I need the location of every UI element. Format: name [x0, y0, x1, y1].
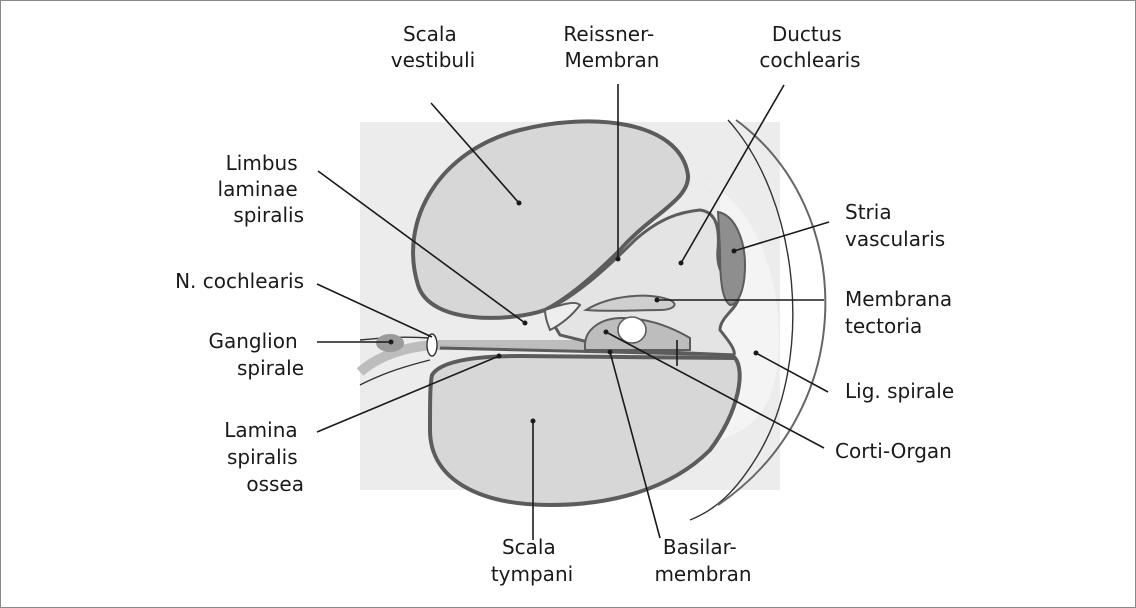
label-stria-vascularis: Stria vascularis: [845, 200, 945, 251]
label-limbus-laminae-spiralis: Limbus laminae spiralis: [218, 151, 304, 227]
nerve-sheath: [427, 334, 437, 356]
point-corti-organ: [604, 330, 609, 335]
point-stria-vascularis: [732, 249, 737, 254]
point-basilarmembran: [608, 350, 613, 355]
label-lamina-spiralis-ossea: Lamina spiralis ossea: [224, 418, 304, 496]
label-basilarmembran: Basilar- membran: [654, 535, 751, 586]
label-scala-tympani: Scala tympani: [491, 535, 573, 586]
point-ductus-cochlearis: [679, 261, 684, 266]
label-membrana-tectoria: Membrana tectoria: [845, 287, 959, 338]
label-lig-spirale: Lig. spirale: [845, 379, 954, 403]
label-ganglion-spirale: Ganglion spirale: [208, 329, 304, 380]
point-membrana-tectoria: [655, 298, 660, 303]
point-limbus: [523, 321, 528, 326]
point-ganglion-spirale: [389, 340, 394, 345]
point-scala-vestibuli: [517, 201, 522, 206]
point-lig-spirale: [754, 351, 759, 356]
label-ductus-cochlearis: Ductus cochlearis: [759, 22, 860, 72]
label-reissner-membran: Reissner- Membran: [563, 22, 660, 72]
corti-tunnel: [618, 317, 646, 343]
label-scala-vestibuli: Scala vestibuli: [391, 22, 475, 72]
point-lamina-spiralis-ossea: [497, 354, 502, 359]
label-n-cochlearis: N. cochlearis: [175, 269, 304, 293]
label-corti-organ: Corti-Organ: [835, 439, 952, 463]
point-reissner-membran: [616, 257, 621, 262]
point-scala-tympani: [531, 419, 536, 424]
